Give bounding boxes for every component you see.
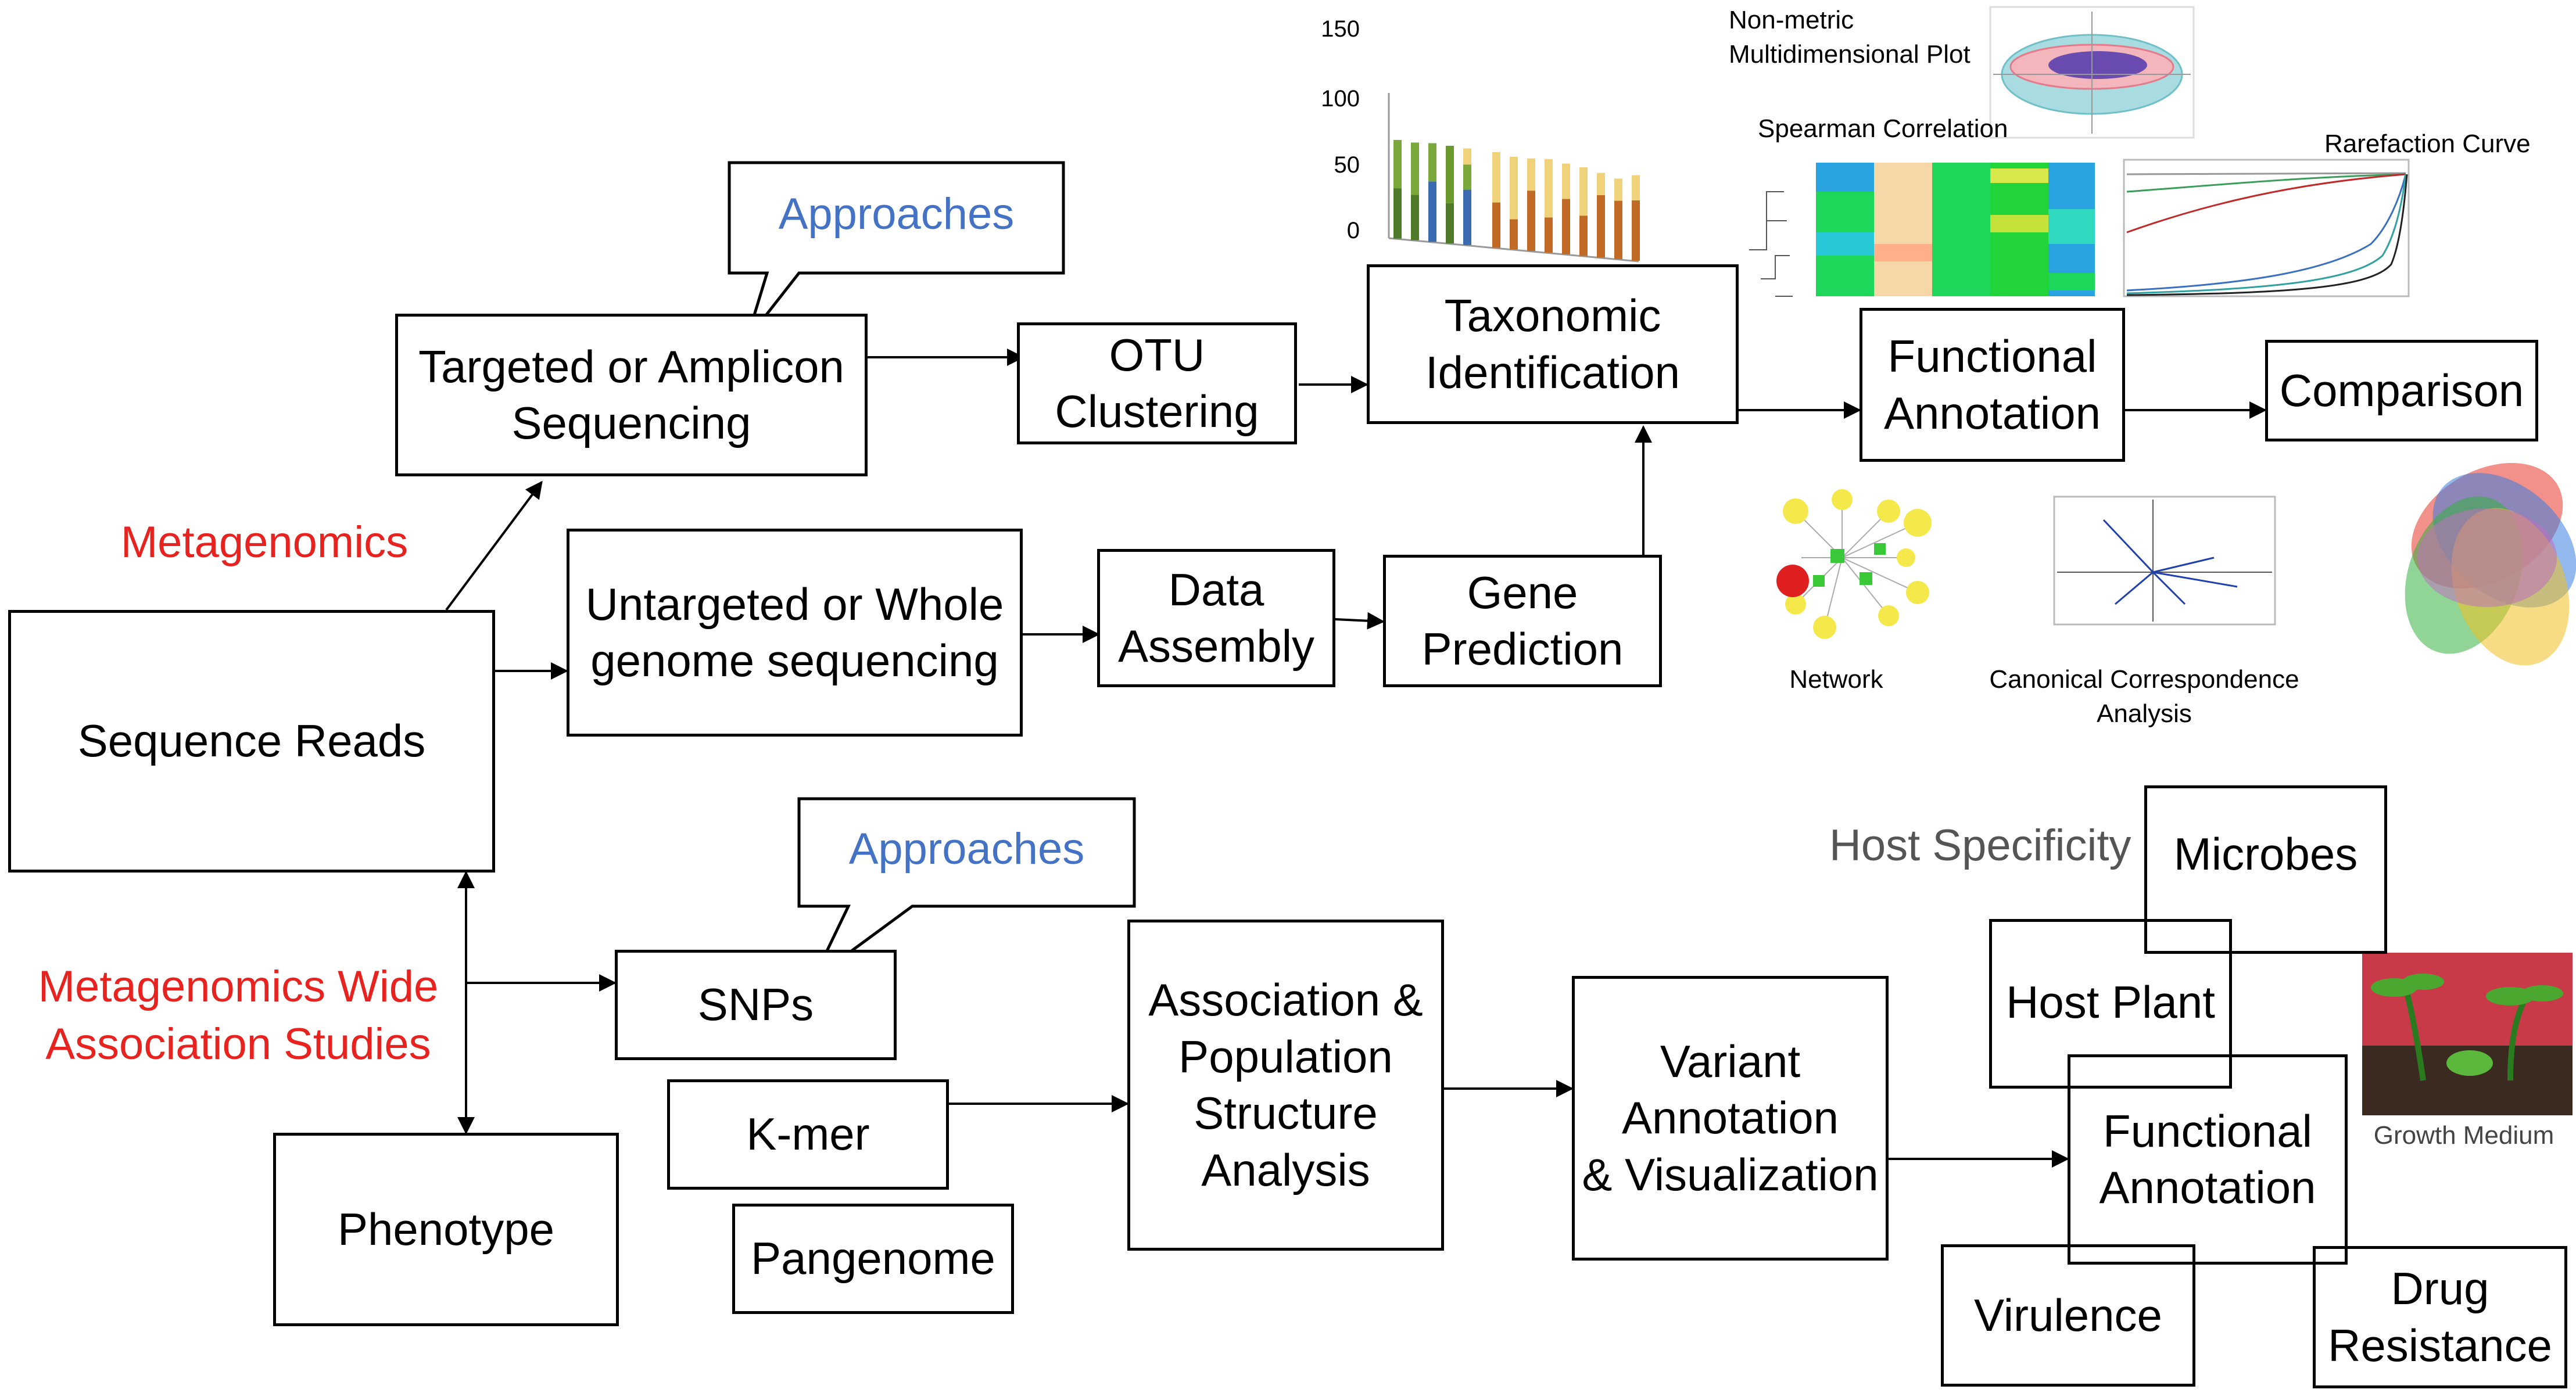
functional-annotation-top-box: Functional Annotation <box>1860 308 2125 462</box>
network-thumbnail <box>1776 489 1932 639</box>
sequence-reads-box: Sequence Reads <box>8 610 495 873</box>
bar-segment <box>1579 167 1588 216</box>
bar-chart-axes <box>1388 93 1639 263</box>
bar-chart-bars <box>1393 139 1640 261</box>
cca-thumbnail <box>2053 496 2276 626</box>
microbes-box: Microbes <box>2144 785 2387 954</box>
bar-segment <box>1446 145 1454 203</box>
growth-medium-caption: Growth Medium <box>2373 1121 2554 1150</box>
bar-chart-ytick: 150 <box>1321 16 1360 42</box>
arrow-assembly-to-gene <box>1334 612 1385 630</box>
bar-segment <box>1527 191 1535 252</box>
bar-segment <box>1393 139 1402 189</box>
virulence-box: Virulence <box>1941 1244 2195 1387</box>
arrow-reads-to-targeted <box>445 480 543 611</box>
bar-segment <box>1492 202 1500 248</box>
bar-segment <box>1510 219 1518 250</box>
approaches-callout-top <box>728 161 1065 341</box>
untargeted-sequencing-box: Untargeted or Whole genome sequencing <box>567 529 1023 737</box>
targeted-sequencing-box: Targeted or Amplicon Sequencing <box>395 314 868 476</box>
bar-chart-ytick: 0 <box>1346 218 1360 243</box>
metagenomics-label: Metagenomics <box>120 518 409 567</box>
host-plant-box: Host Plant <box>1989 919 2232 1089</box>
approaches-text-bottom: Approaches <box>848 824 1085 874</box>
bar-segment <box>1492 152 1500 203</box>
bar-segment <box>1614 200 1622 260</box>
growth-medium-photo <box>2362 953 2573 1115</box>
spearman-heatmap-thumbnail <box>1749 163 2095 297</box>
spearman-caption: Spearman Correlation <box>1758 114 2008 143</box>
host-specificity-label: Host Specificity <box>1829 821 2131 870</box>
nmds-thumbnail <box>1989 6 2195 139</box>
phenotype-box: Phenotype <box>273 1133 619 1326</box>
bar-segment <box>1579 216 1588 256</box>
nmds-caption: Non-metric Multidimensional Plot <box>1729 6 1970 69</box>
bar-segment <box>1428 143 1436 182</box>
bar-segment <box>1527 158 1535 191</box>
bar-segment <box>1545 217 1553 253</box>
network-caption: Network <box>1789 665 1883 694</box>
bar-segment <box>1510 156 1518 220</box>
association-analysis-box: Association & Population Structure Analy… <box>1127 920 1444 1251</box>
bar-segment <box>1597 173 1605 195</box>
bar-segment <box>1411 142 1419 195</box>
bar-segment <box>1562 199 1570 254</box>
approaches-text-top: Approaches <box>778 189 1015 239</box>
bar-segment <box>1632 200 1640 261</box>
bar-chart-ytick: 50 <box>1334 152 1360 178</box>
bar-segment <box>1632 175 1640 200</box>
bar-segment <box>1562 163 1570 199</box>
bar-segment <box>1463 164 1471 190</box>
functional-annotation-bottom-box: Functional Annotation <box>2068 1054 2348 1265</box>
bar-segment <box>1428 181 1436 242</box>
approaches-callout-bottom <box>797 797 1136 981</box>
drug-resistance-box: Drug Resistance <box>2313 1246 2567 1388</box>
bar-segment <box>1463 148 1471 165</box>
bar-segment <box>1597 195 1605 258</box>
comparison-box: Comparison <box>2265 340 2538 441</box>
cca-caption: Canonical Correspondence Analysis <box>1989 665 2299 728</box>
kmer-box: K-mer <box>667 1079 949 1190</box>
rarefaction-thumbnail <box>2123 159 2410 297</box>
bar-segment <box>1463 189 1471 245</box>
bar-segment <box>1411 195 1419 240</box>
rarefaction-caption: Rarefaction Curve <box>2324 130 2531 158</box>
gene-prediction-box: Gene Prediction <box>1383 555 1662 687</box>
taxonomic-identification-box: Taxonomic Identification <box>1367 264 1739 424</box>
otu-clustering-box: OTU Clustering <box>1017 322 1297 444</box>
bar-segment <box>1446 203 1454 244</box>
bar-segment <box>1393 188 1402 239</box>
bar-segment <box>1614 178 1622 201</box>
data-assembly-box: Data Assembly <box>1097 549 1335 687</box>
snps-box: SNPs <box>615 950 897 1060</box>
bar-segment <box>1545 159 1553 218</box>
bar-chart-ytick: 100 <box>1321 86 1360 112</box>
variant-annotation-box: Variant Annotation & Visualization <box>1572 976 1889 1261</box>
pangenome-box: Pangenome <box>732 1204 1014 1314</box>
mwas-label: Metagenomics Wide Association Studies <box>38 962 439 1069</box>
venn-thumbnail <box>2405 462 2576 666</box>
